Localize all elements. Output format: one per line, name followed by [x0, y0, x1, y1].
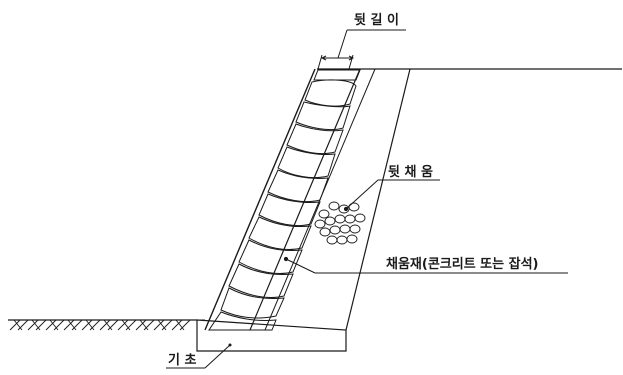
- foundation-leader: [166, 344, 231, 369]
- backfill-leader: [343, 179, 440, 212]
- stone: [304, 79, 357, 107]
- foundation-label: 기 초: [168, 353, 196, 368]
- fill-material-label: 채움재(콘크리트 또는 잡석): [386, 256, 539, 272]
- wall-inner-face: [249, 68, 361, 331]
- stone: [267, 169, 329, 203]
- top-cap-stone: [313, 69, 361, 81]
- gravel-symbol: [314, 201, 366, 245]
- foundation-block: [196, 319, 347, 352]
- stone: [295, 101, 351, 131]
- back-length-label: 뒷 길 이: [354, 12, 399, 28]
- wall-stones: [208, 79, 357, 331]
- stone: [208, 311, 277, 331]
- fill-material-leader: [283, 256, 568, 274]
- stone: [220, 287, 285, 319]
- wall-outer-face: [204, 68, 316, 331]
- backfill-boundary: [345, 68, 411, 331]
- stone: [277, 146, 336, 179]
- ground-hatch: [9, 319, 191, 331]
- stone: [258, 193, 321, 227]
- stone: [238, 239, 303, 275]
- stone: [248, 216, 312, 251]
- stone: [286, 123, 344, 155]
- stone: [228, 263, 294, 299]
- back-length-dimension: [317, 29, 406, 70]
- backfill-label: 뒷 채 움: [388, 164, 433, 180]
